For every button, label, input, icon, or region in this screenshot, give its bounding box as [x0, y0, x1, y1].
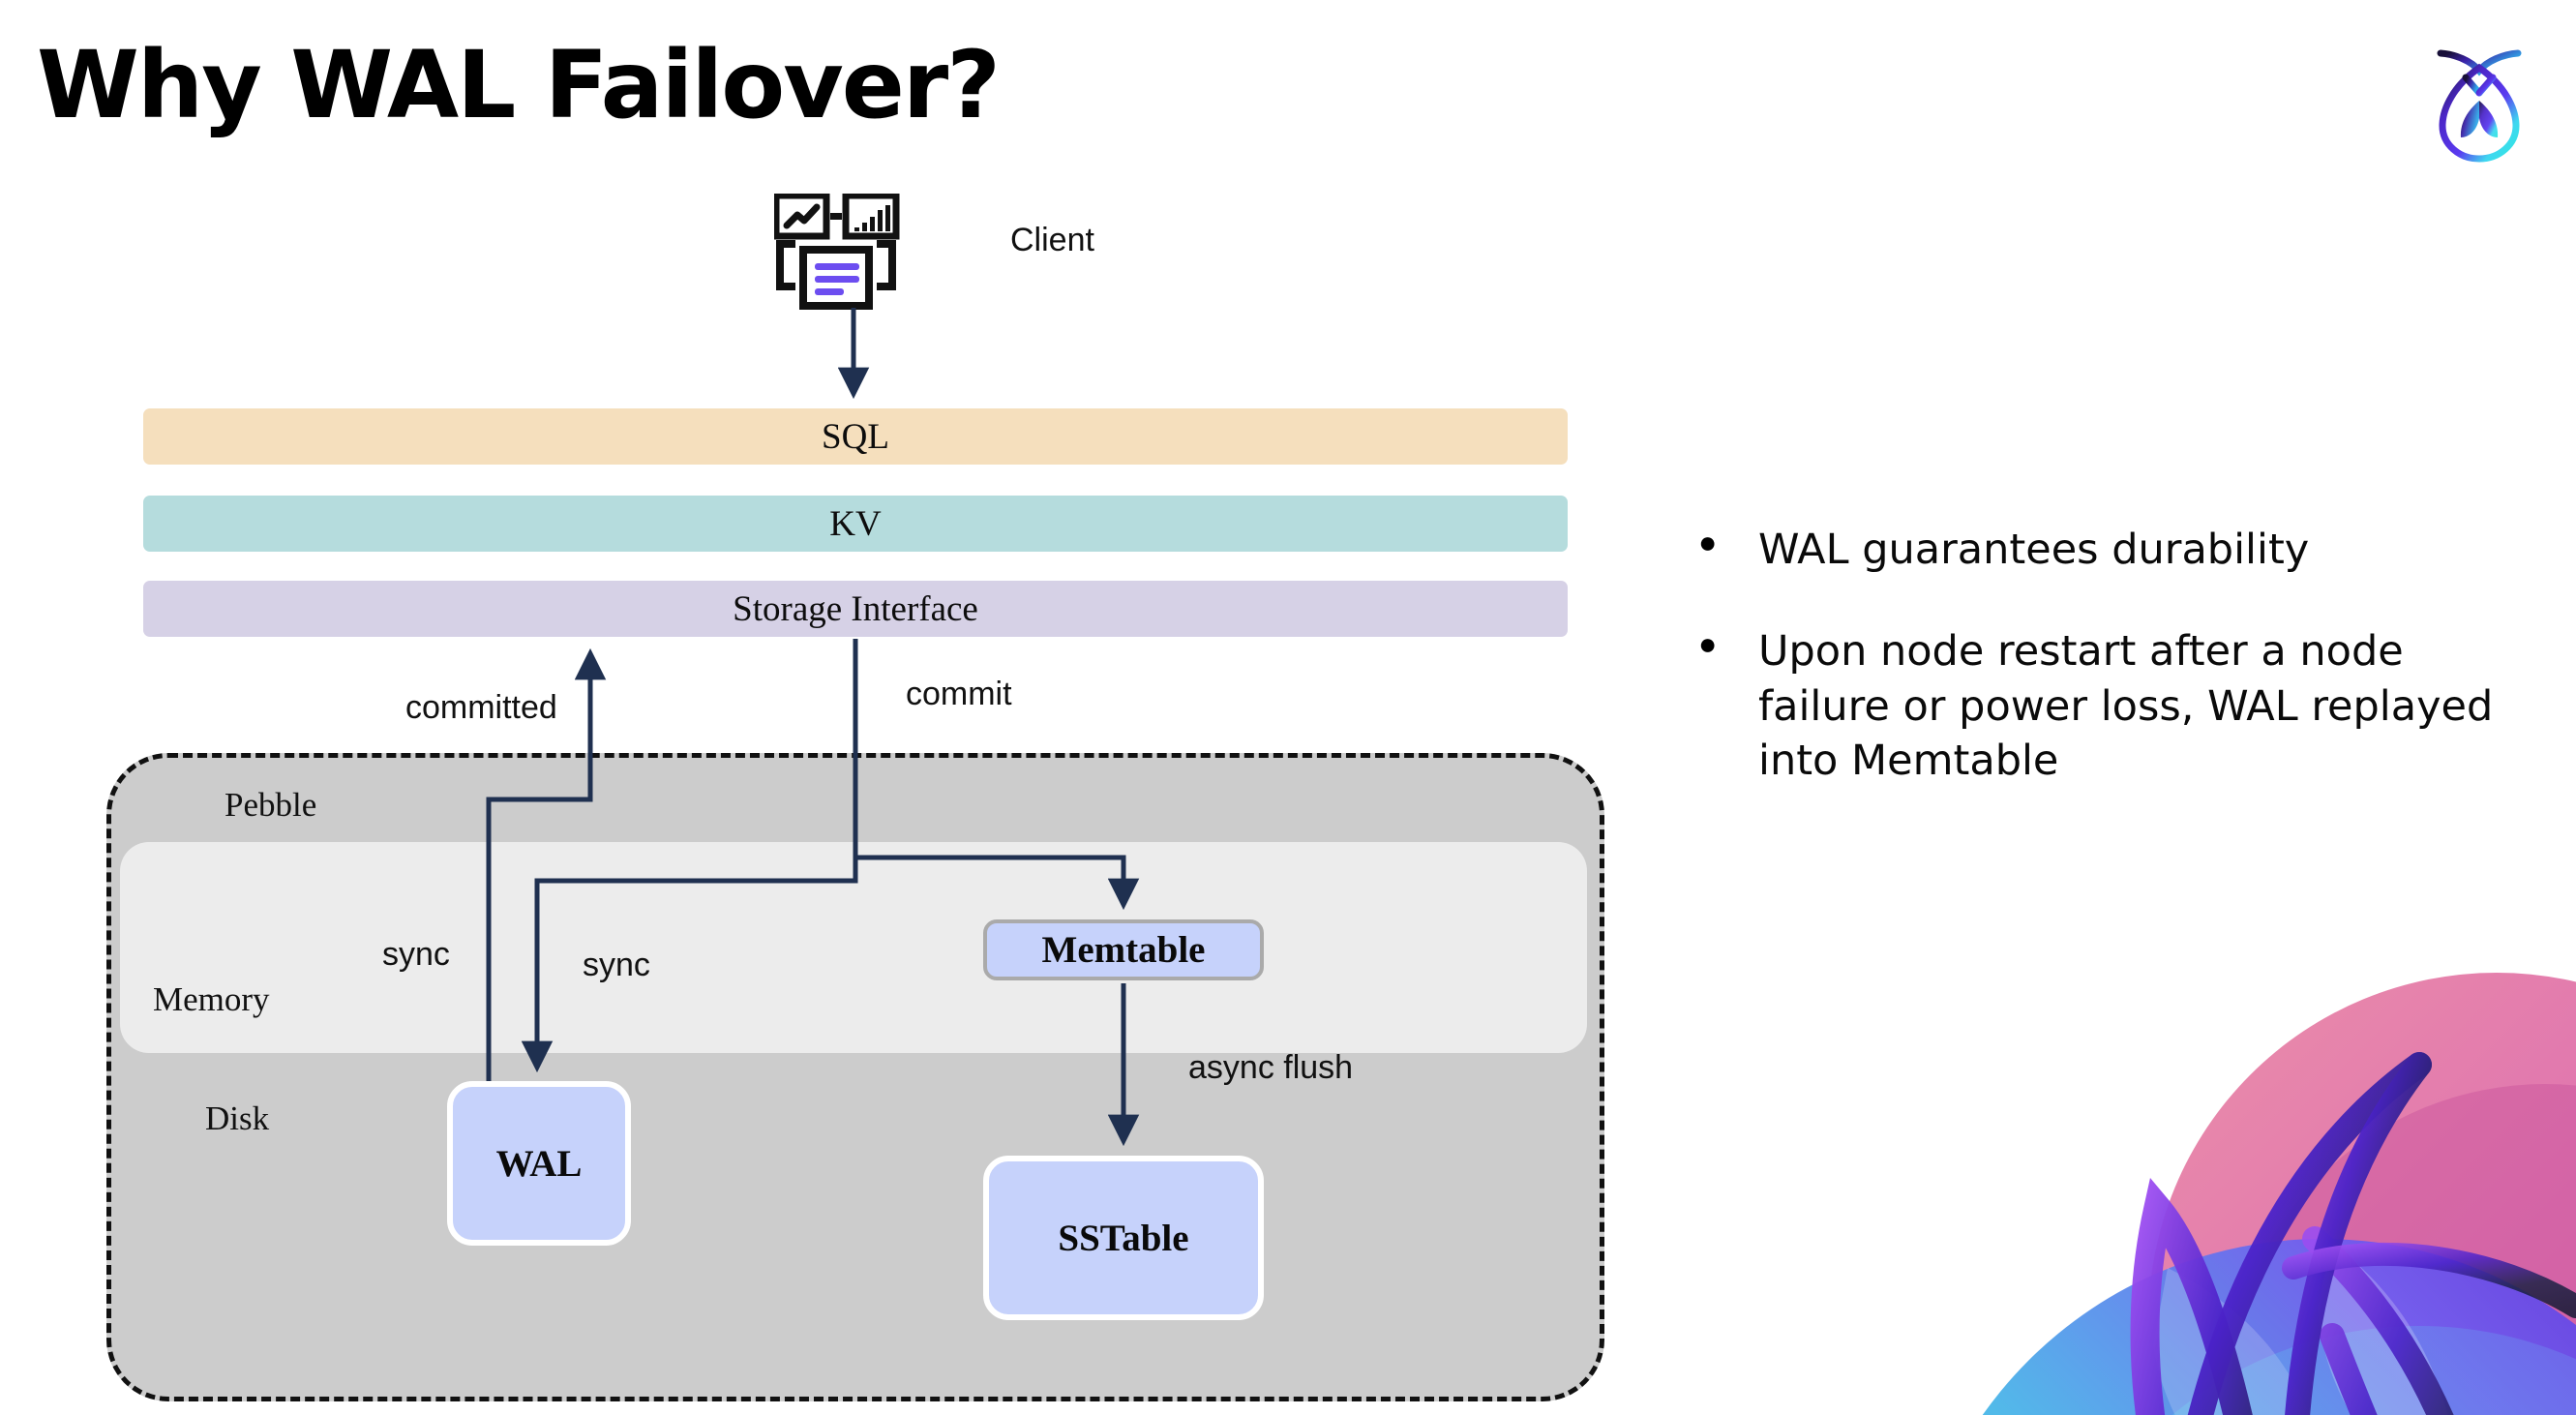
node-label-sstable: SSTable	[1058, 1217, 1189, 1259]
layer-bar-sql: SQL	[143, 408, 1568, 465]
list-item: ● WAL guarantees durability	[1698, 523, 2501, 578]
layer-bar-kv: KV	[143, 496, 1568, 552]
node-memtable: Memtable	[983, 919, 1264, 980]
memory-label: Memory	[153, 980, 270, 1018]
node-label-memtable: Memtable	[1041, 929, 1206, 971]
edge-label-sync-left: sync	[382, 936, 450, 973]
cockroachdb-logo	[2402, 29, 2557, 184]
pebble-label: Pebble	[225, 786, 317, 824]
layer-label-storage-interface: Storage Interface	[733, 588, 978, 629]
disk-label: Disk	[205, 1099, 270, 1137]
node-label-wal: WAL	[495, 1142, 583, 1185]
edge-label-committed: committed	[405, 689, 557, 726]
edge-label-sync-right: sync	[583, 947, 650, 983]
decorative-corner-artwork	[1877, 919, 2576, 1415]
layer-label-kv: KV	[829, 503, 882, 544]
layer-label-sql: SQL	[822, 416, 889, 457]
client-label: Client	[1010, 222, 1094, 258]
node-wal: WAL	[447, 1081, 631, 1246]
edge-label-async-flush: async flush	[1188, 1049, 1354, 1086]
node-sstable: SSTable	[983, 1156, 1264, 1320]
client-monitor-icon	[772, 192, 929, 329]
bullet-text: WAL guarantees durability	[1758, 526, 2310, 574]
bullet-dot-icon: ●	[1698, 525, 1718, 559]
layer-bar-storage-interface: Storage Interface	[143, 581, 1568, 637]
list-item: ● Upon node restart after a node failure…	[1698, 624, 2501, 789]
memory-region	[120, 842, 1587, 1053]
architecture-diagram: Client SQL KV Storage Interface Pebble M…	[106, 192, 1604, 1401]
bullet-text: Upon node restart after a node failure o…	[1758, 626, 2494, 786]
bullet-dot-icon: ●	[1698, 625, 1718, 661]
bullet-list: ● WAL guarantees durability ● Upon node …	[1698, 523, 2501, 789]
edge-label-commit: commit	[906, 676, 1012, 712]
page-title: Why WAL Failover?	[37, 31, 1001, 139]
